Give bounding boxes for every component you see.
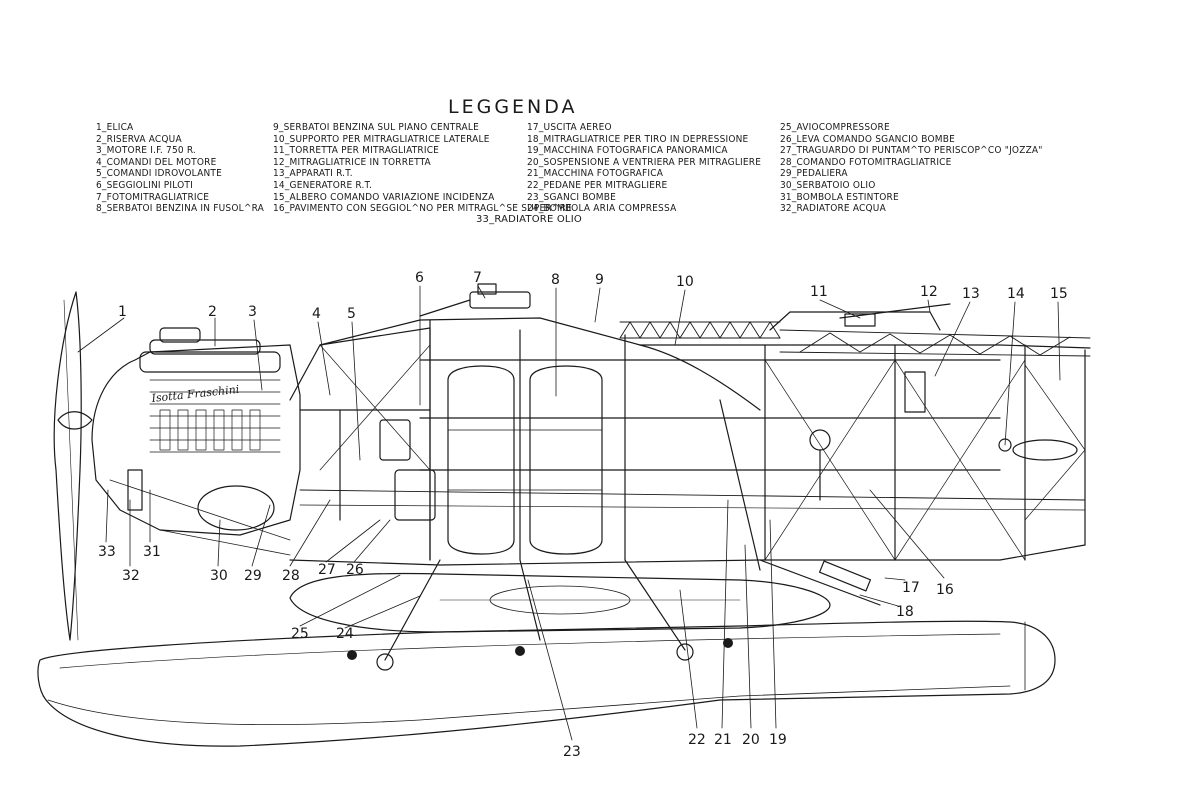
legend-entry: 31_BOMBOLA ESTINTORE xyxy=(780,191,899,203)
struts xyxy=(376,399,881,671)
legend-column-2: 9_SERBATOI BENZINA SUL PIANO CENTRALE 10… xyxy=(273,122,572,215)
legend-entry: 12_MITRAGLIATRICE IN TORRETTA xyxy=(273,156,431,168)
legend-entry: 8_SERBATOI BENZINA IN FUSOL^RA xyxy=(96,203,264,215)
callout-13: 13 xyxy=(962,286,980,302)
cockpit-controls xyxy=(299,371,1078,521)
legend-entry: 20_SOSPENSIONE A VENTRIERA PER MITRAGLIE… xyxy=(527,156,762,168)
wing-truss xyxy=(619,321,1091,357)
callout-33: 33 xyxy=(98,544,116,560)
callout-27: 27 xyxy=(318,562,336,578)
legend-entry: 4_COMANDI DEL MOTORE xyxy=(96,156,217,168)
propeller xyxy=(53,291,93,641)
legend-entry: 5_COMANDI IDROVOLANTE xyxy=(96,168,222,180)
fuel-tanks xyxy=(447,365,603,555)
engine-inscription: Isotta Fraschini xyxy=(150,383,240,405)
legend-entry: 17_USCITA AEREO xyxy=(527,122,612,133)
photo-machine-gun xyxy=(419,283,531,317)
callout-25: 25 xyxy=(291,626,309,642)
callout-20: 20 xyxy=(742,732,760,748)
legend-entry: 7_FOTOMITRAGLIATRICE xyxy=(96,191,210,203)
legend-title: LEGGENDA xyxy=(448,96,578,118)
callout-10: 10 xyxy=(676,274,694,290)
legend-entry: 2_RISERVA ACQUA xyxy=(96,133,182,145)
legend-column-1: 1_ELICA 2_RISERVA ACQUA 3_MOTORE I.F. 75… xyxy=(96,122,264,215)
hull-float xyxy=(37,620,1056,747)
callout-18: 18 xyxy=(896,604,914,620)
legend-entry: 13_APPARATI R.T. xyxy=(273,168,353,180)
legend-entry: 28_COMANDO FOTOMITRAGLIATRICE xyxy=(780,156,952,168)
legend-entry-last: 33_RADIATORE OLIO xyxy=(476,214,582,225)
legend-entry: 27_TRAGUARDO DI PUNTAM^TO PERISCOP^CO "J… xyxy=(780,145,1043,157)
legend-entry: 3_MOTORE I.F. 750 R. xyxy=(96,145,196,157)
callout-21: 21 xyxy=(714,732,732,748)
legend-entry: 1_ELICA xyxy=(96,122,134,133)
legend-entry: 11_TORRETTA PER MITRAGLIATRICE xyxy=(273,145,440,157)
legend-entry: 14_GENERATORE R.T. xyxy=(273,179,373,191)
callout-29: 29 xyxy=(244,568,262,584)
callout-19: 19 xyxy=(769,732,787,748)
callout-3: 3 xyxy=(248,304,257,320)
legend-entry: 9_SERBATOI BENZINA SUL PIANO CENTRALE xyxy=(273,122,479,133)
callout-1: 1 xyxy=(118,304,127,320)
legend-entry: 29_PEDALIERA xyxy=(780,168,848,180)
gun-turret xyxy=(769,303,951,331)
legend-entry: 23_SGANCI BOMBE xyxy=(527,191,616,203)
callout-22: 22 xyxy=(688,732,706,748)
legend-entry: 24_BOMBOLA ARIA COMPRESSA xyxy=(527,203,677,215)
legend-entry: 19_MACCHINA FOTOGRAFICA PANORAMICA xyxy=(527,145,728,157)
callout-23: 23 xyxy=(563,744,581,760)
legend-column-4: 25_AVIOCOMPRESSORE 26_LEVA COMANDO SGANC… xyxy=(780,122,1043,215)
belly-pod xyxy=(289,572,831,633)
callout-8: 8 xyxy=(551,272,560,288)
legend-entry: 15_ALBERO COMANDO VARIAZIONE INCIDENZA xyxy=(273,191,495,203)
legend-entry: 26_LEVA COMANDO SGANCIO BOMBE xyxy=(780,133,955,145)
legend-entry: 21_MACCHINA FOTOGRAFICA xyxy=(527,168,664,180)
callout-30: 30 xyxy=(210,568,228,584)
callout-31: 31 xyxy=(143,544,161,560)
leader-lines xyxy=(77,285,1061,741)
callout-14: 14 xyxy=(1007,286,1025,302)
callout-5: 5 xyxy=(347,306,356,322)
callout-17: 17 xyxy=(902,580,920,596)
legend-entry: 32_RADIATORE ACQUA xyxy=(780,203,886,215)
legend-entry: 10_SUPPORTO PER MITRAGLIATRICE LATERALE xyxy=(273,133,490,145)
legend-entry: 30_SERBATOIO OLIO xyxy=(780,179,876,191)
callout-16: 16 xyxy=(936,582,954,598)
callout-24: 24 xyxy=(336,626,354,642)
callout-12: 12 xyxy=(920,284,938,300)
legend-entry: 18_MITRAGLIATRICE PER TIRO IN DEPRESSION… xyxy=(527,133,749,145)
callout-15: 15 xyxy=(1050,286,1068,302)
callout-32: 32 xyxy=(122,568,140,584)
legend-entry: 25_AVIOCOMPRESSORE xyxy=(780,122,890,133)
callout-28: 28 xyxy=(282,568,300,584)
legend-entry: 6_SEGGIOLINI PILOTI xyxy=(96,179,193,191)
engine xyxy=(91,327,301,556)
callout-4: 4 xyxy=(312,306,321,322)
callout-6: 6 xyxy=(415,270,424,286)
callout-26: 26 xyxy=(346,562,364,578)
legend-entry: 22_PEDANE PER MITRAGLIERE xyxy=(527,179,668,191)
callout-11: 11 xyxy=(810,284,828,300)
callout-numbers: 1 2 3 4 5 6 7 8 9 10 11 12 13 14 15 16 1… xyxy=(98,270,1068,760)
callout-2: 2 xyxy=(208,304,217,320)
legend-column-3: 17_USCITA AEREO 18_MITRAGLIATRICE PER TI… xyxy=(527,122,761,215)
legend-entry: 16_PAVIMENTO CON SEGGIOL^NO PER MITRAGL^… xyxy=(273,203,572,215)
callout-7: 7 xyxy=(473,270,482,286)
callout-9: 9 xyxy=(595,272,604,288)
